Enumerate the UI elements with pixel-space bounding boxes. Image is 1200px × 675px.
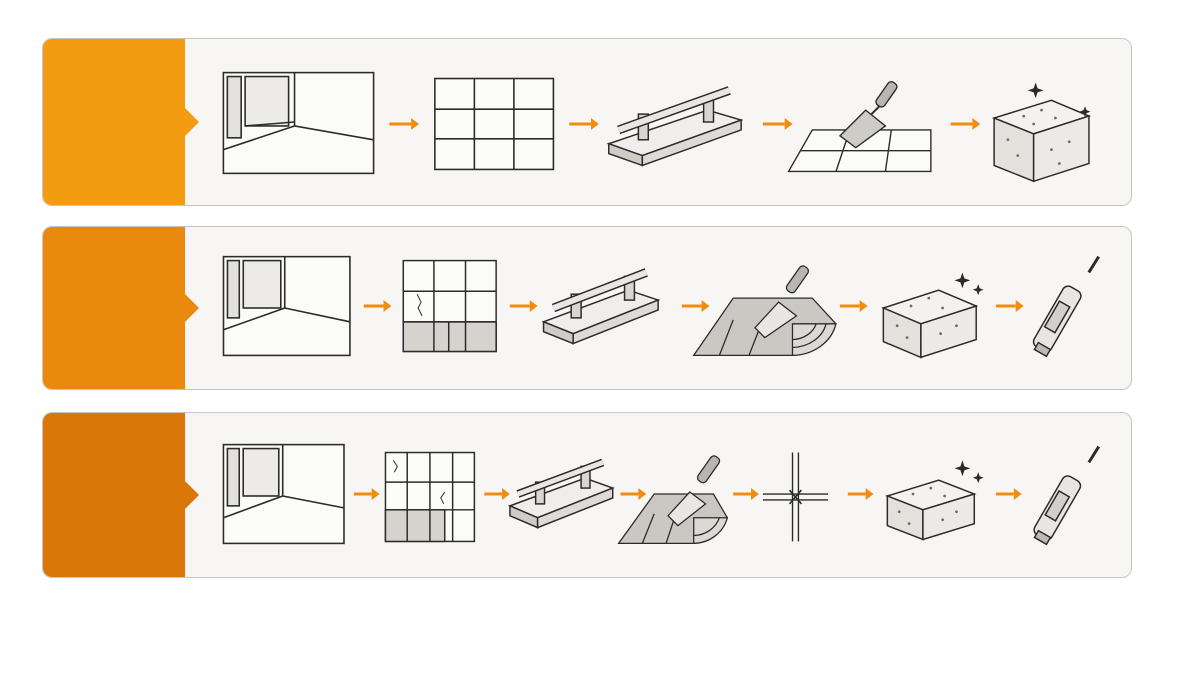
arrow-5 <box>995 300 1024 312</box>
row-2-tab <box>43 227 185 389</box>
arrow-4 <box>733 488 759 500</box>
sealant-tube-icon <box>1033 445 1101 546</box>
trowel-on-tiles-icon <box>787 81 932 173</box>
row-2-steps <box>222 255 1100 359</box>
sealant-tube-icon <box>1032 255 1100 358</box>
arrow-1 <box>363 300 392 312</box>
arrow-2 <box>569 118 599 130</box>
row-2-tab-notch <box>185 294 199 322</box>
arrow-4 <box>839 300 868 312</box>
row-1-tab-notch <box>185 108 199 136</box>
tile-cutter-icon <box>606 86 744 167</box>
arrow-3 <box>681 300 710 312</box>
sponge-icon <box>991 82 1092 183</box>
row-3-tab <box>43 413 185 577</box>
trowel-adhesive-icon <box>617 455 729 545</box>
room-corner-icon <box>222 71 375 175</box>
tile-cutter-icon <box>541 268 661 345</box>
tile-grid-icon <box>434 77 555 171</box>
tile-grid-cut-icon <box>384 451 476 543</box>
arrow-4 <box>950 118 981 130</box>
arrow-6 <box>996 488 1022 500</box>
arrow-3 <box>762 118 793 130</box>
row-1-steps <box>222 71 1092 183</box>
arrow-3 <box>620 488 647 500</box>
process-row-2 <box>42 226 1132 390</box>
arrow-1 <box>353 488 380 500</box>
trowel-adhesive-icon <box>692 265 837 357</box>
arrow-1 <box>389 118 420 130</box>
row-3-tab-notch <box>185 481 199 509</box>
sponge-icon <box>881 272 984 359</box>
tile-grid-cut-icon <box>402 259 497 353</box>
room-corner-icon <box>222 255 351 357</box>
tile-cutter-icon <box>507 458 615 529</box>
process-row-3 <box>42 412 1132 578</box>
arrow-2 <box>509 300 538 312</box>
row-1-tab <box>43 39 185 205</box>
arrow-5 <box>847 488 874 500</box>
arrow-2 <box>484 488 510 500</box>
row-3-steps <box>222 443 1101 546</box>
tile-spacer-icon <box>762 452 829 542</box>
process-row-1 <box>42 38 1132 206</box>
room-corner-icon <box>222 443 345 545</box>
sponge-icon <box>885 460 984 541</box>
